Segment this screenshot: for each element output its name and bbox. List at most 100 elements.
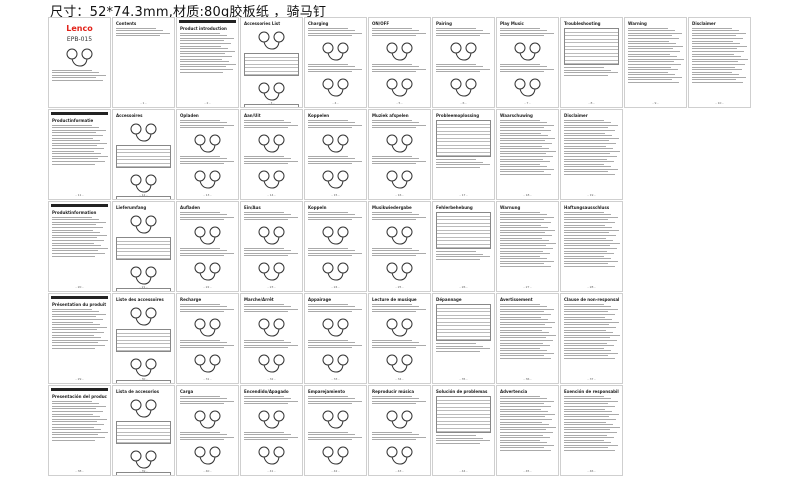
text-line	[692, 79, 736, 81]
text-line	[564, 168, 618, 170]
earphone-illustration-icon	[194, 318, 220, 337]
text-line	[52, 163, 95, 165]
text-line	[564, 240, 613, 242]
text-line	[500, 163, 540, 165]
text-line	[500, 66, 547, 68]
text-line	[564, 411, 612, 413]
earphone-illustration-icon	[258, 262, 284, 281]
text-line	[52, 245, 101, 247]
text-line	[52, 232, 100, 234]
text-line	[436, 253, 483, 255]
earphone-illustration-icon	[514, 42, 540, 61]
text-line	[180, 303, 220, 305]
page-heading: Recharge	[180, 297, 202, 302]
text-line	[372, 434, 419, 436]
text-line	[500, 413, 555, 415]
text-line	[52, 426, 94, 428]
text-line	[564, 247, 617, 249]
text-line	[180, 45, 221, 47]
text-line	[52, 308, 92, 310]
text-line	[564, 405, 615, 407]
text-line	[52, 224, 96, 226]
text-line	[564, 140, 609, 142]
text-line	[308, 439, 352, 441]
text-line	[628, 40, 669, 42]
text-line	[564, 122, 611, 124]
page-heading: Accessories List	[244, 21, 281, 26]
text-line	[564, 350, 611, 352]
text-line	[500, 32, 554, 34]
text-line	[500, 342, 543, 344]
text-line	[180, 434, 227, 436]
page-number: - 40 -	[203, 469, 212, 473]
table	[564, 28, 619, 65]
page-heading: Ein/Aus	[244, 205, 261, 210]
text-line	[244, 400, 298, 402]
text-line	[564, 67, 604, 68]
text-line	[180, 344, 234, 346]
text-line	[692, 35, 736, 37]
text-line	[564, 158, 607, 160]
manual-page: Encendido/Apagado- 41 -	[240, 385, 303, 476]
earphone-illustration-icon	[66, 48, 92, 67]
text-line	[372, 342, 419, 344]
page-number: - 10 -	[715, 101, 724, 105]
text-line	[564, 132, 605, 134]
text-line	[500, 266, 551, 268]
text-line	[308, 216, 362, 218]
text-line	[372, 124, 426, 126]
text-line	[244, 347, 288, 349]
table	[116, 145, 171, 168]
text-line	[308, 303, 348, 305]
section-bar	[51, 296, 108, 299]
text-line	[500, 263, 544, 265]
text-line	[372, 247, 412, 249]
table	[116, 196, 171, 199]
text-line	[180, 61, 229, 63]
text-line	[564, 355, 608, 357]
text-line	[500, 135, 548, 137]
text-line	[244, 158, 291, 160]
text-line	[308, 431, 348, 433]
text-line	[308, 311, 352, 313]
text-line	[500, 229, 555, 231]
text-line	[308, 395, 348, 397]
text-line	[372, 219, 416, 221]
text-line	[244, 252, 298, 254]
manual-page: Productinformatie- 11 -	[48, 109, 111, 200]
page-heading: Musikwiedergabe	[372, 205, 412, 210]
text-line	[372, 308, 426, 310]
text-line	[500, 324, 545, 326]
text-line	[628, 45, 683, 47]
text-line	[180, 55, 232, 57]
page-number: - 12 -	[139, 193, 148, 197]
text-line	[116, 30, 163, 32]
text-line	[500, 35, 544, 37]
text-line	[180, 347, 224, 349]
text-line	[372, 68, 426, 70]
page-number: - 46 -	[587, 469, 596, 473]
page-heading: Charging	[308, 21, 329, 26]
text-line	[564, 227, 612, 229]
text-line	[52, 423, 104, 425]
manual-page: Produktinformation- 20 -	[48, 201, 111, 292]
text-line	[244, 155, 284, 157]
text-line	[436, 35, 480, 37]
earphone-illustration-icon	[258, 318, 284, 337]
text-line	[372, 30, 419, 32]
text-line	[564, 74, 608, 76]
table	[116, 472, 171, 475]
text-line	[500, 122, 547, 124]
manual-page: Product introduction- 2 -	[176, 17, 239, 108]
earphone-illustration-icon	[130, 399, 156, 418]
text-line	[500, 400, 554, 402]
text-line	[500, 155, 553, 157]
text-line	[308, 398, 355, 400]
text-line	[116, 27, 156, 29]
text-line	[628, 35, 672, 37]
text-line	[692, 58, 748, 60]
text-line	[372, 122, 419, 124]
text-line	[564, 127, 608, 129]
text-line	[500, 334, 556, 336]
text-line	[564, 306, 611, 308]
